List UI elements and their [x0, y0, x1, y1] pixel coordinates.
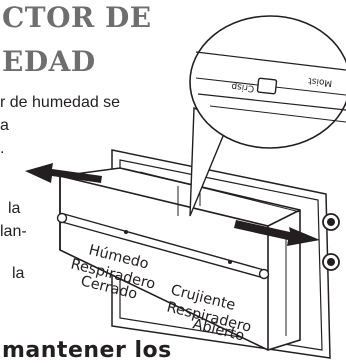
section-heading-line-2: EDAD [2, 45, 96, 78]
section-heading-line-1: CTOR DE [2, 1, 152, 34]
body-text-line-3: . [0, 140, 5, 157]
moist-label: Moist [307, 75, 332, 88]
body-text-line-6: la [12, 265, 25, 282]
body-text-line-4: la [8, 200, 21, 217]
body-text-line-2: a [0, 117, 9, 134]
bottom-text: mantener los [2, 338, 172, 363]
arrow-right-icon [234, 220, 320, 246]
crisp-label: Crisp [231, 81, 255, 93]
body-text-line-1: r de humedad se [0, 94, 121, 111]
arrow-left-icon [25, 163, 102, 183]
body-text-line-5: lan- [0, 223, 27, 240]
